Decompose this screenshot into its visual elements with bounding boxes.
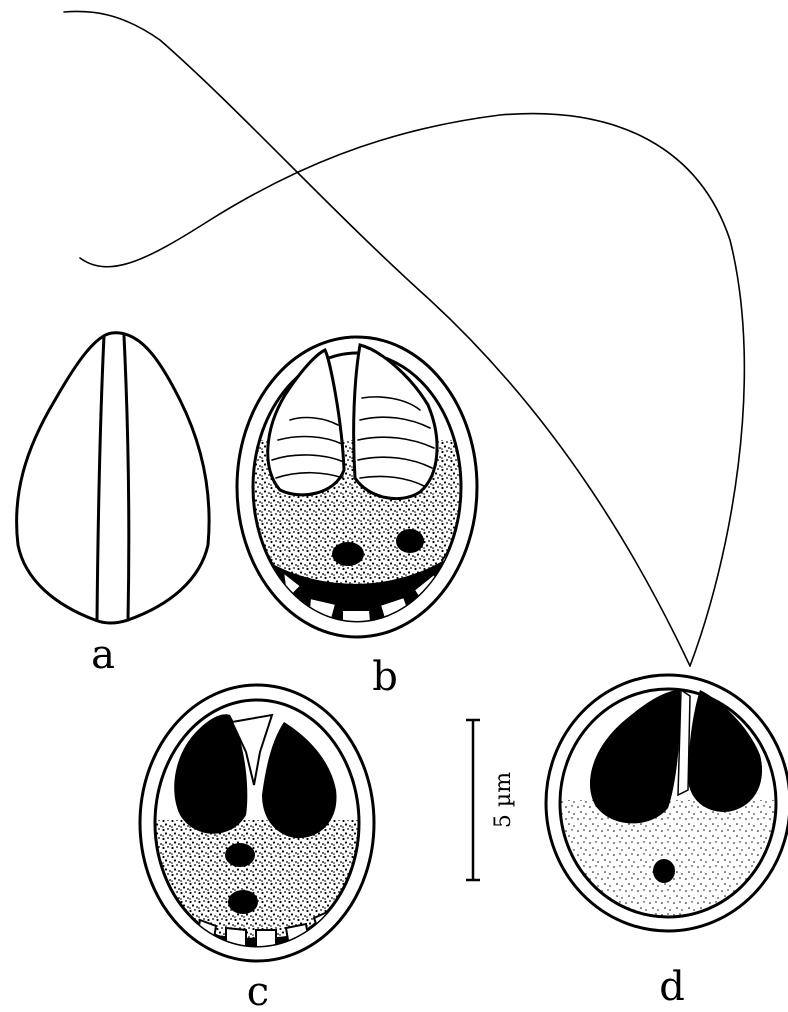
- spore-c-nucleus-upper: [225, 843, 255, 867]
- spore-d: [546, 675, 788, 931]
- spore-b-nucleus-right: [396, 529, 424, 553]
- panel-label-c: c: [247, 969, 269, 1012]
- spore-a-outline: [17, 333, 209, 623]
- spore-d-nucleus: [653, 859, 675, 883]
- spore-c-polar-capsule-right: [262, 722, 337, 838]
- spore-a: [17, 333, 209, 623]
- spore-a-suture-left: [97, 336, 104, 620]
- panel-label-d: d: [659, 964, 685, 1010]
- spore-c-nucleus-lower: [228, 890, 258, 914]
- scale-bar: 5 µm: [466, 720, 516, 880]
- panel-label-a: a: [91, 632, 115, 678]
- scale-bar-label: 5 µm: [491, 772, 516, 828]
- spore-b: [237, 337, 480, 660]
- spore-a-suture-right: [124, 336, 129, 620]
- spore-b-polar-capsule-right: [354, 345, 437, 499]
- spore-c: [140, 685, 374, 961]
- panel-label-b: b: [372, 654, 398, 700]
- spore-b-nucleus-left: [332, 542, 364, 566]
